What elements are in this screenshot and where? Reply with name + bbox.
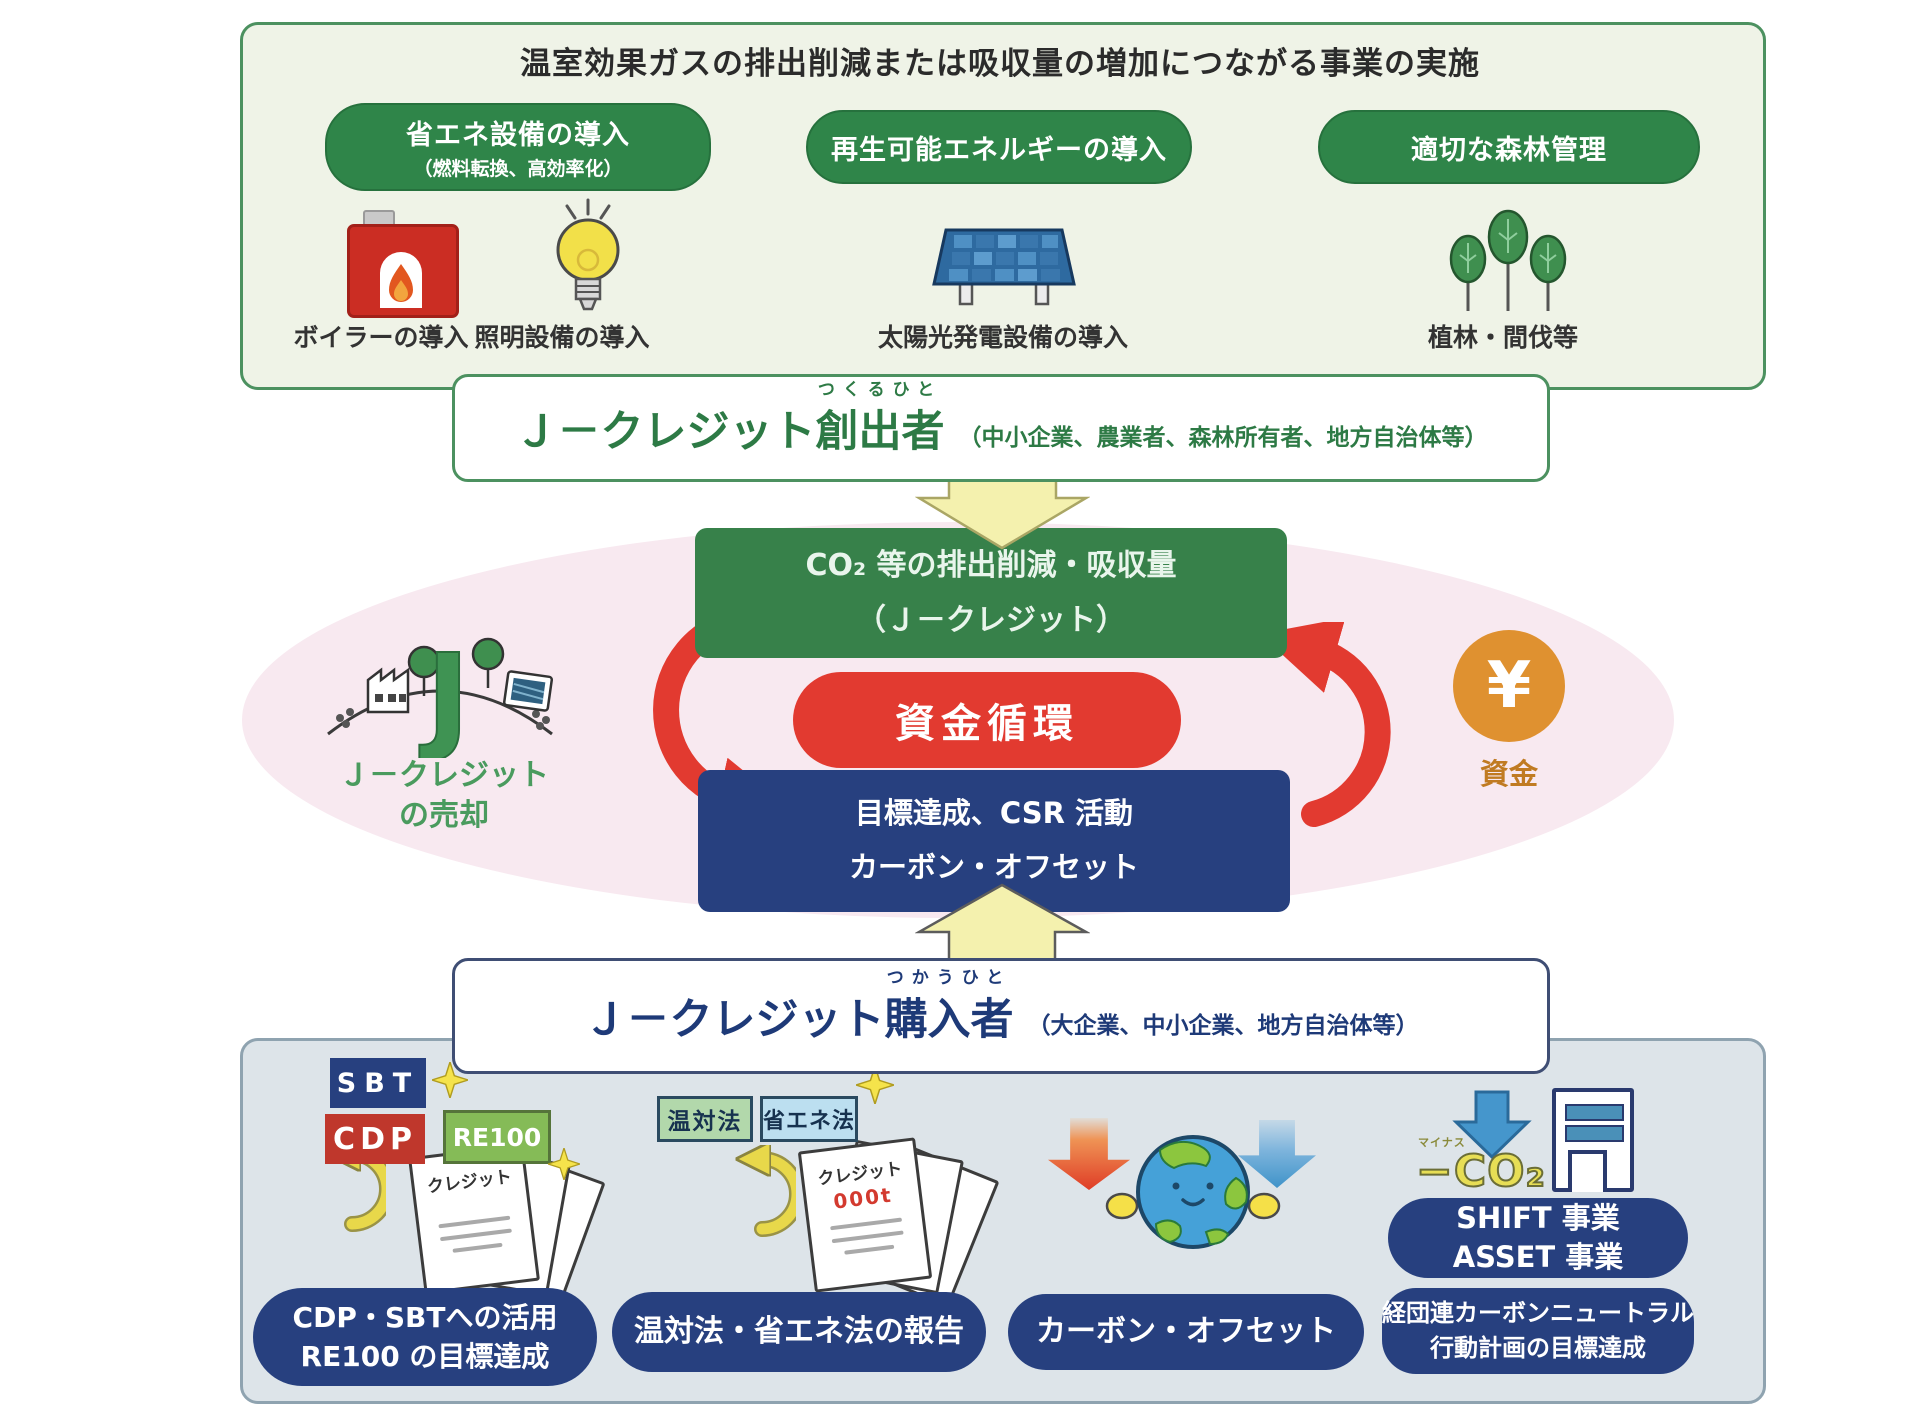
office-building-icon: [1552, 1088, 1634, 1192]
shift-asset-pill: SHIFT 事業 ASSET 事業: [1388, 1198, 1688, 1278]
credit-documents-tons: クレジット 000t: [788, 1137, 1000, 1308]
cdp-badge: CDP: [325, 1114, 425, 1164]
fund-cycle-pill: 資金循環: [793, 672, 1181, 768]
creator-subtitle: （中小企業、農業者、森林所有者、地方自治体等）: [958, 425, 1488, 451]
boiler-icon: [347, 210, 459, 318]
sparkle-icon: [856, 1066, 894, 1104]
sbt-badge: SBT: [330, 1058, 426, 1108]
flame-icon: [389, 264, 413, 302]
yen-icon: ¥: [1453, 630, 1565, 742]
boiler-label: ボイラーの導入: [293, 323, 469, 352]
creator-furigana: つくるひと: [817, 380, 943, 400]
solar-label: 太陽光発電設備の導入: [877, 323, 1128, 352]
logo-solar: [502, 670, 554, 712]
fund-label: 資金: [1479, 757, 1538, 791]
earth-character-icon: [1105, 1135, 1281, 1249]
pill-renewable-energy: 再生可能エネルギーの導入: [806, 110, 1192, 184]
solar-panel-icon: [932, 228, 1076, 306]
sparkle-icon: [432, 1062, 468, 1098]
purchaser-furigana: つかうひと: [886, 968, 1012, 988]
projects-box: [240, 22, 1766, 390]
lighting-label: 照明設備の導入: [474, 323, 650, 352]
purchaser-subtitle: （大企業、中小企業、地方自治体等）: [1027, 1013, 1419, 1039]
cdp-sbt-pill: CDP・SBTへの活用 RE100 の目標達成: [253, 1288, 597, 1386]
creator-banner: Ｊ－クレジットつくるひと創出者 （中小企業、農業者、森林所有者、地方自治体等）: [452, 374, 1550, 482]
credit-box: CO₂ 等の排出削減・吸収量 （Ｊ－クレジット）: [695, 528, 1287, 658]
law-report-pill: 温対法・省エネ法の報告: [612, 1292, 986, 1372]
minus-co2-label: マイナス −CO₂: [1415, 1136, 1546, 1198]
projects-box-title: 温室効果ガスの排出削減または吸収量の増加につながる事業の実施: [520, 45, 1480, 82]
logo-flowers: [336, 708, 550, 730]
purchaser-banner: Ｊ－クレジットつかうひと購入者 （大企業、中小企業、地方自治体等）: [452, 958, 1550, 1074]
svg-text:J: J: [419, 628, 470, 758]
yellow-cycle-arrow: [722, 1145, 796, 1237]
trees-icon: [1449, 209, 1567, 311]
ontaiho-badge: 温対法: [657, 1096, 753, 1142]
sparkle-icon: [548, 1148, 580, 1180]
afforestation-label: 植林・間伐等: [1427, 323, 1578, 352]
pill-energy-saving: 省エネ設備の導入 （燃料転換、高効率化）: [325, 103, 711, 191]
keidanren-pill: 経団連カーボンニュートラル 行動計画の目標達成: [1382, 1288, 1694, 1374]
re100-badge: RE100: [443, 1110, 551, 1164]
creator-title: Ｊ－クレジットつくるひと創出者: [515, 380, 945, 459]
co2-down-arrow: [1452, 1090, 1532, 1160]
sell-label: Ｊ－クレジット の売却: [339, 757, 549, 834]
red-arrow-right: [1282, 622, 1391, 827]
lightbulb-icon: [556, 198, 620, 311]
carbon-offset-pill: カーボン・オフセット: [1008, 1294, 1364, 1370]
purchaser-title: Ｊ－クレジットつかうひと購入者: [584, 968, 1014, 1047]
shoeneho-badge: 省エネ法: [760, 1096, 858, 1142]
pill-forest-management: 適切な森林管理: [1318, 110, 1700, 184]
logo-factory: [366, 667, 410, 714]
jcredit-logo: J: [327, 627, 554, 758]
